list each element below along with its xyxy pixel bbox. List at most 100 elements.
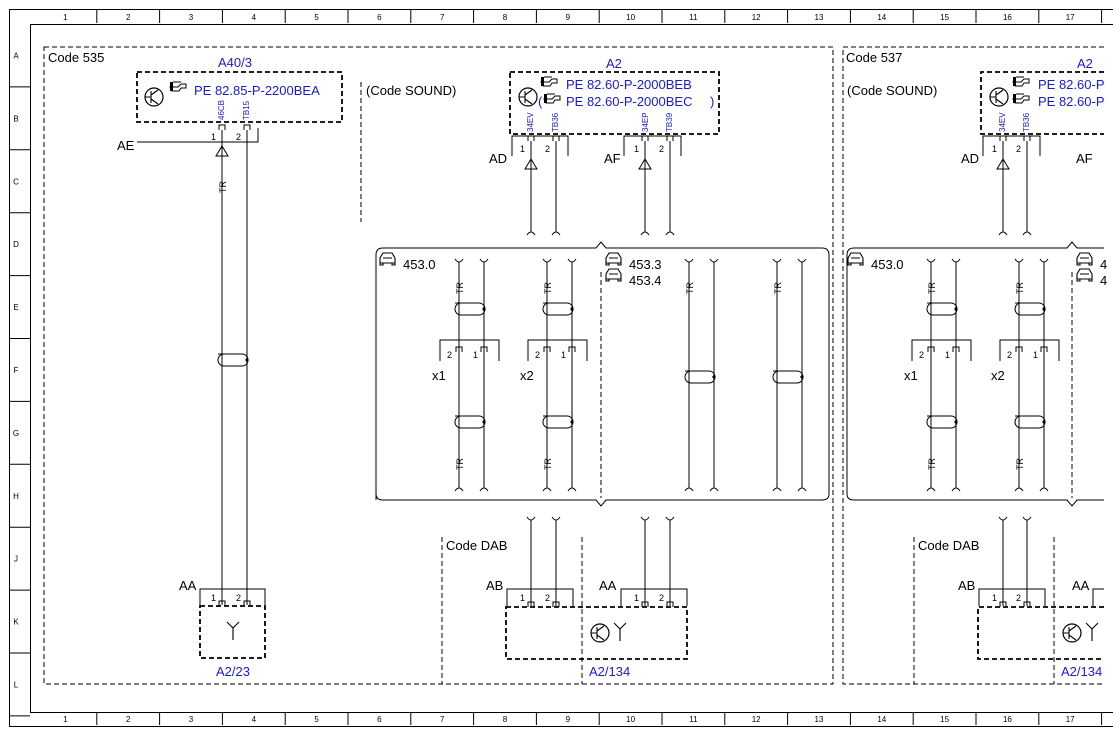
row-label: E (13, 303, 18, 312)
svg-text:TR: TR (543, 282, 553, 294)
vehicle-icon (847, 252, 864, 266)
svg-text:2: 2 (659, 144, 664, 154)
column-label: 10 (626, 715, 635, 724)
svg-text:2: 2 (545, 593, 550, 603)
transistor-icon (518, 87, 538, 107)
svg-text:2: 2 (1016, 144, 1021, 154)
svg-text:): ) (710, 94, 714, 109)
svg-text:TR: TR (455, 282, 465, 294)
column-label: 7 (440, 715, 445, 724)
svg-text:2: 2 (919, 350, 924, 360)
column-label: 8 (503, 715, 508, 724)
vehicle-icon (379, 252, 396, 266)
svg-text:1: 1 (634, 593, 639, 603)
column-label: 12 (752, 13, 761, 22)
svg-text:PE 82.60-P: PE 82.60-P (1038, 77, 1105, 92)
code-535-label: Code 535 (48, 50, 104, 65)
panel-code-535: Code 535 A40/3 PE 82.85-P-2200BEA 46CB T… (43, 46, 834, 685)
svg-text:2: 2 (1016, 593, 1021, 603)
variant-453-3: 453.3 (629, 257, 662, 272)
row-label: J (14, 555, 18, 564)
transistor-icon (590, 623, 610, 643)
column-label: 2 (126, 13, 131, 22)
svg-text:1: 1 (992, 144, 997, 154)
column-label: 11 (689, 13, 698, 22)
svg-text:PE 82.60-P: PE 82.60-P (1038, 94, 1105, 109)
vehicle-icon (605, 268, 622, 282)
twisted-pair-label: TR (218, 181, 228, 193)
row-label: A (13, 51, 19, 60)
row-label: K (13, 618, 19, 627)
row-label: H (13, 492, 19, 501)
connector-ae: AE (117, 138, 135, 153)
svg-text:2: 2 (535, 350, 540, 360)
code-dab-label: Code DAB (446, 538, 507, 553)
reference-hand-icon (540, 76, 558, 87)
row-label: D (13, 240, 19, 249)
column-label: 10 (626, 13, 635, 22)
column-label: 16 (1003, 715, 1012, 724)
a2-23-label: A2/23 (216, 664, 250, 679)
svg-text:1: 1 (561, 350, 566, 360)
antenna-icon (1085, 622, 1099, 642)
variant-453-0: 453.0 (403, 257, 436, 272)
svg-text:TR: TR (543, 458, 553, 470)
column-label: 6 (377, 13, 382, 22)
column-label: 12 (752, 715, 761, 724)
svg-text:TB36: TB36 (551, 112, 560, 132)
svg-text:1: 1 (211, 593, 216, 603)
column-label: 17 (1066, 715, 1075, 724)
svg-text:1: 1 (520, 144, 525, 154)
svg-text:2: 2 (1007, 350, 1012, 360)
svg-text:AD: AD (961, 151, 979, 166)
column-label: 6 (377, 715, 382, 724)
connector-af: AF (604, 151, 621, 166)
a2-label: A2 (1077, 56, 1093, 71)
signal-tb15: TB15 (242, 100, 251, 120)
column-label: 9 (566, 13, 571, 22)
panel-code-537: Code 537 (Code SOUND) A2 PE 82.60-P PE 8… (842, 46, 1107, 685)
column-label: 5 (314, 13, 319, 22)
column-label: 9 (566, 715, 571, 724)
svg-text:TR: TR (1015, 282, 1025, 294)
column-label: 1 (63, 13, 68, 22)
transistor-icon (144, 87, 164, 107)
svg-text:4: 4 (1100, 273, 1107, 288)
column-label: 1 (63, 715, 68, 724)
antenna-icon (226, 621, 240, 641)
row-label: B (13, 114, 18, 123)
svg-text:(: ( (538, 94, 543, 109)
code-537-label: Code 537 (846, 50, 902, 65)
row-label: L (14, 680, 19, 689)
splice-x1: x1 (432, 368, 446, 383)
code-sound-label: (Code SOUND) (847, 83, 937, 98)
svg-text:AF: AF (1076, 151, 1093, 166)
a40-3-reference: PE 82.85-P-2200BEA (194, 83, 320, 98)
pin-1: 1 (211, 132, 216, 142)
svg-text:Code DAB: Code DAB (918, 538, 979, 553)
transistor-icon (989, 87, 1009, 107)
column-label: 13 (815, 715, 824, 724)
column-label: 15 (940, 715, 949, 724)
row-label: C (13, 177, 19, 186)
column-label: 16 (1003, 13, 1012, 22)
svg-text:2: 2 (545, 144, 550, 154)
svg-text:1: 1 (1033, 350, 1038, 360)
svg-text:34EP: 34EP (641, 112, 650, 132)
column-label: 14 (877, 715, 886, 724)
svg-text:TR: TR (927, 282, 937, 294)
svg-text:A2/134: A2/134 (1061, 664, 1102, 679)
column-label: 14 (877, 13, 886, 22)
vehicle-icon (605, 252, 622, 266)
svg-text:AA: AA (1072, 578, 1090, 593)
column-label: 7 (440, 13, 445, 22)
svg-text:TB36: TB36 (1022, 112, 1031, 132)
column-label: 13 (815, 13, 824, 22)
twisted-pair-icon (217, 353, 250, 367)
connector-aa: AA (599, 578, 617, 593)
column-label: 17 (1066, 13, 1075, 22)
svg-text:TR: TR (1015, 458, 1025, 470)
